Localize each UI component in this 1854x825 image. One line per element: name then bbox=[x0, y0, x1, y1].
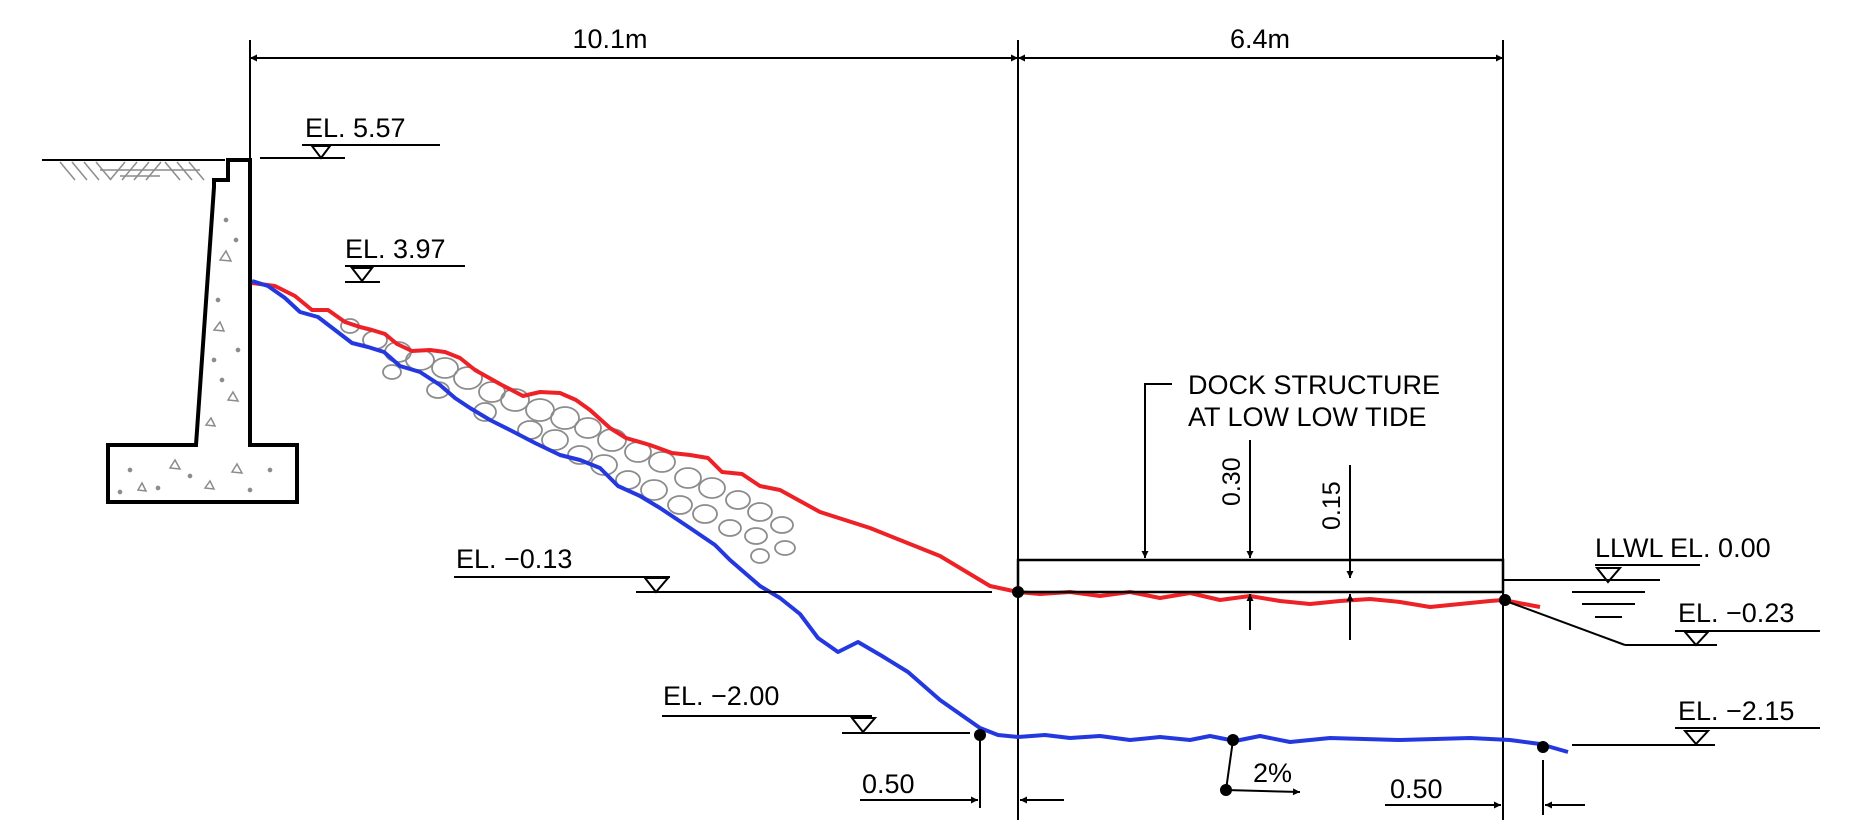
concrete-hatch bbox=[117, 217, 273, 495]
dimension-0-15: 0.15 bbox=[1318, 481, 1346, 530]
elevation-label-3-97: EL. 3.97 bbox=[345, 234, 446, 264]
slope-label: 2% bbox=[1253, 758, 1292, 788]
elevation-label-llwl: LLWL EL. 0.00 bbox=[1595, 533, 1771, 563]
elevation-marker-minus-2-00 bbox=[662, 715, 970, 734]
dimension-6-4m: 6.4m bbox=[1230, 24, 1290, 54]
top-dimension-lines bbox=[249, 40, 1504, 820]
elevation-label-5-57: EL. 5.57 bbox=[305, 113, 406, 143]
dimension-0-50-right: 0.50 bbox=[1390, 774, 1443, 804]
dock-callout-line2: AT LOW LOW TIDE bbox=[1188, 402, 1427, 432]
elevation-label-minus-2-15: EL. −2.15 bbox=[1678, 696, 1794, 726]
elevation-label-minus-0-23: EL. −0.23 bbox=[1678, 598, 1794, 628]
riprap-stones bbox=[340, 318, 796, 564]
dimension-0-30: 0.30 bbox=[1218, 457, 1246, 506]
dimension-10-1m: 10.1m bbox=[572, 24, 647, 54]
elevation-label-minus-2-00: EL. −2.00 bbox=[663, 681, 779, 711]
dock-callout-line1: DOCK STRUCTURE bbox=[1188, 370, 1440, 400]
existing-grade-profile bbox=[251, 281, 1541, 609]
retaining-wall bbox=[106, 158, 299, 504]
elevation-marker-minus-0-23 bbox=[1502, 599, 1820, 647]
elevation-marker-llwl bbox=[1503, 564, 1700, 618]
elevation-marker-minus-2-15 bbox=[1572, 727, 1820, 746]
dock-callout-leader bbox=[1141, 383, 1172, 558]
bottom-dimension-right bbox=[1385, 760, 1585, 815]
elevation-label-minus-0-13: EL. −0.13 bbox=[456, 544, 572, 574]
dock-structure bbox=[1016, 558, 1505, 594]
elevation-marker-minus-0-13 bbox=[454, 576, 992, 594]
elevation-marker-5-57 bbox=[260, 144, 440, 160]
slope-indicator bbox=[1225, 739, 1301, 796]
bottom-dimension-left bbox=[860, 735, 1064, 808]
dimension-0-50-left: 0.50 bbox=[862, 769, 915, 799]
ground-hatch bbox=[42, 159, 225, 181]
elevation-marker-3-97 bbox=[345, 265, 465, 283]
